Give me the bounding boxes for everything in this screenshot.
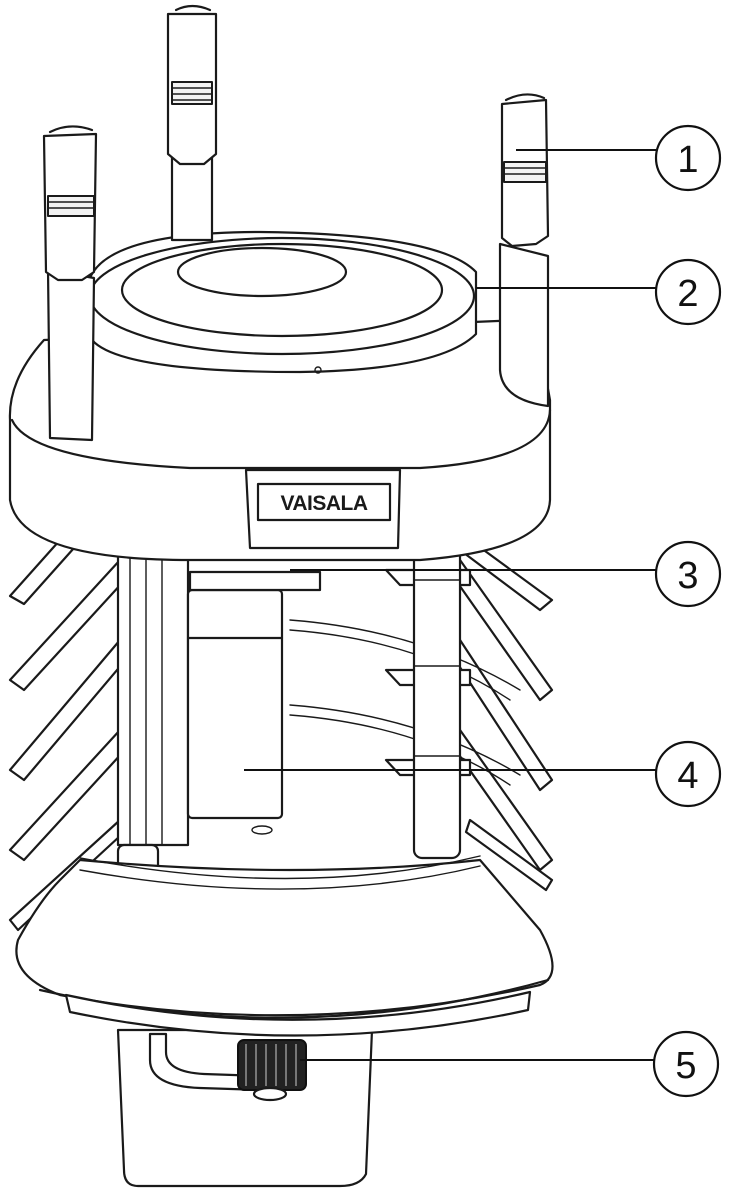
- brand-logo: VAISALA: [280, 492, 367, 515]
- transducer-left: [42, 125, 98, 442]
- callout-1: 1: [516, 124, 722, 192]
- top-cover: [86, 230, 478, 374]
- shield-left-plates: [8, 538, 136, 932]
- callout-number: 4: [677, 755, 698, 797]
- ptu-cylinder: [186, 570, 322, 820]
- callout-3: 3: [290, 540, 722, 608]
- callout-circle: [654, 258, 722, 326]
- right-post: [412, 538, 462, 860]
- radiation-shield: [8, 538, 554, 932]
- wind-transducers: [42, 4, 550, 442]
- main-housing: VAISALA: [8, 318, 552, 562]
- callout-number: 3: [677, 555, 698, 597]
- callout-number: 5: [675, 1045, 696, 1087]
- callout-circle: [652, 1030, 720, 1098]
- callout-circle: [654, 124, 722, 192]
- callout-2: 2: [476, 258, 722, 326]
- shield-right-plates: [448, 538, 554, 892]
- transducer-back: [166, 4, 218, 242]
- support-column: [116, 538, 190, 875]
- transducer-right: [498, 93, 550, 408]
- base-housing: [15, 825, 554, 1188]
- callout-circle: [654, 540, 722, 608]
- callout-4: 4: [244, 740, 722, 808]
- callout-5: 5: [300, 1030, 720, 1098]
- callout-circle: [654, 740, 722, 808]
- callout-number: 2: [677, 273, 698, 315]
- callout-number: 1: [677, 139, 698, 181]
